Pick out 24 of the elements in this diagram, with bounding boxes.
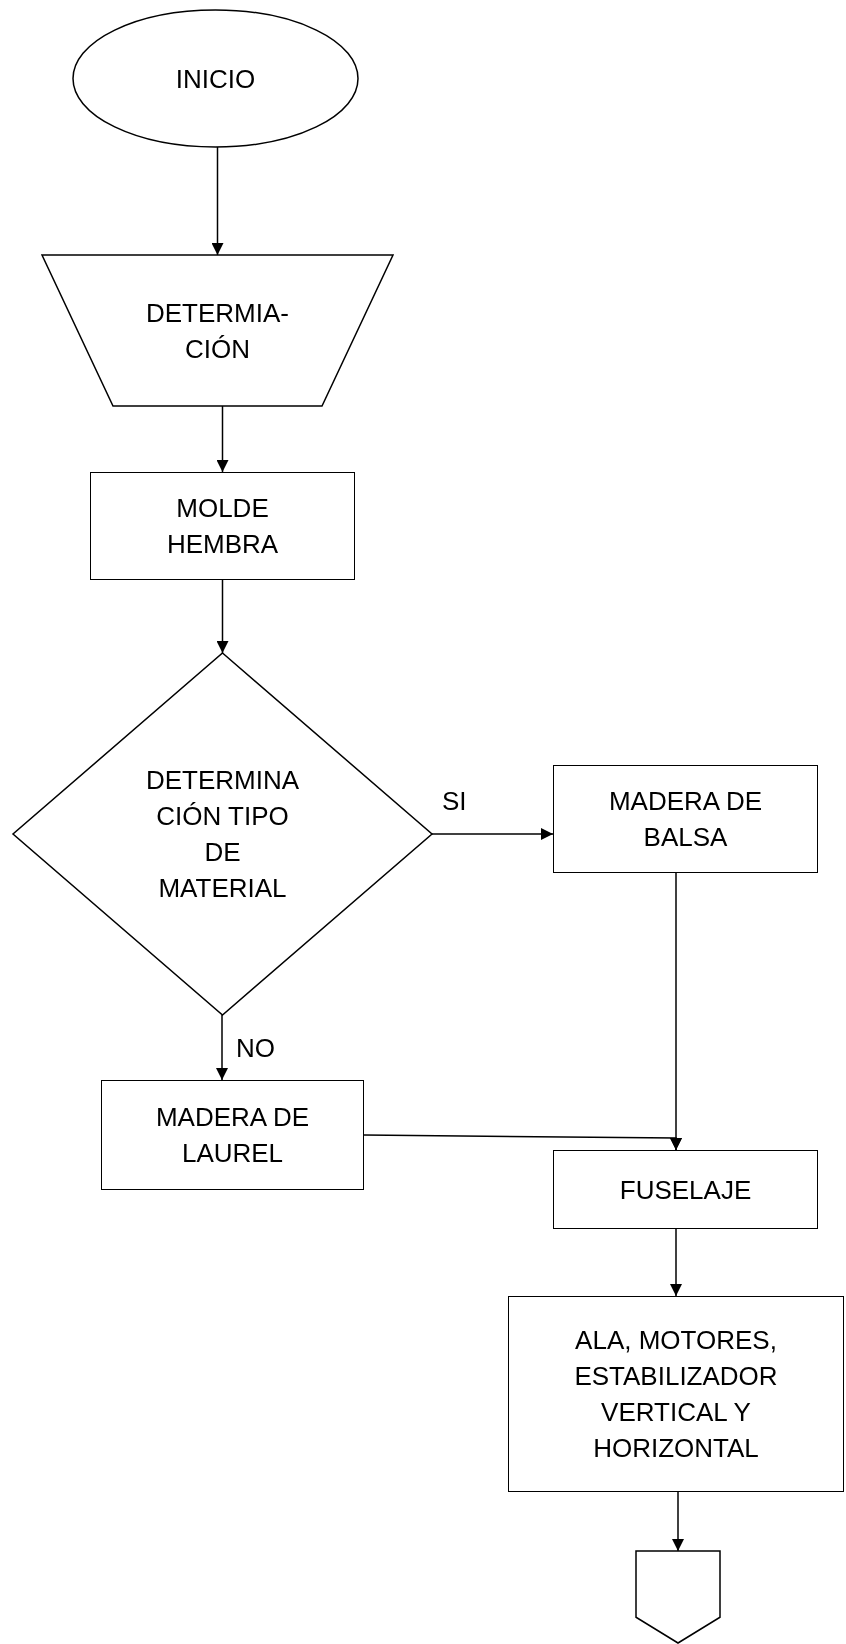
arrow (216, 579, 229, 654)
node-label: MADERA DE BALSA (607, 785, 764, 854)
node-label: DETERMIA- CIÓN (145, 296, 290, 366)
node-label: FUSELAJE (619, 1173, 752, 1207)
arrow (216, 1014, 228, 1081)
process-box (553, 765, 818, 873)
process-box (508, 1296, 844, 1492)
node-label: MOLDE HEMBRA (165, 492, 280, 561)
node-label: DETERMINA CIÓN TIPO DE MATERIAL (144, 764, 301, 905)
decision-diamond (13, 653, 432, 1015)
arrow (672, 1491, 684, 1552)
arrow (216, 405, 229, 473)
process-box (101, 1080, 364, 1190)
arrow (363, 1134, 682, 1151)
process-box (553, 1150, 818, 1229)
off-page-connector (636, 1551, 720, 1643)
manual-operation-trapezoid (42, 255, 393, 406)
process-box (90, 472, 355, 580)
arrow (211, 146, 224, 256)
node-label: INICIO (175, 62, 256, 96)
arrow (431, 828, 554, 840)
arrow (670, 1228, 682, 1297)
node-label: ALA, MOTORES, ESTABILIZADOR VERTICAL Y HORIZONTAL (573, 1324, 779, 1465)
node-label: MADERA DE LAUREL (154, 1101, 311, 1170)
